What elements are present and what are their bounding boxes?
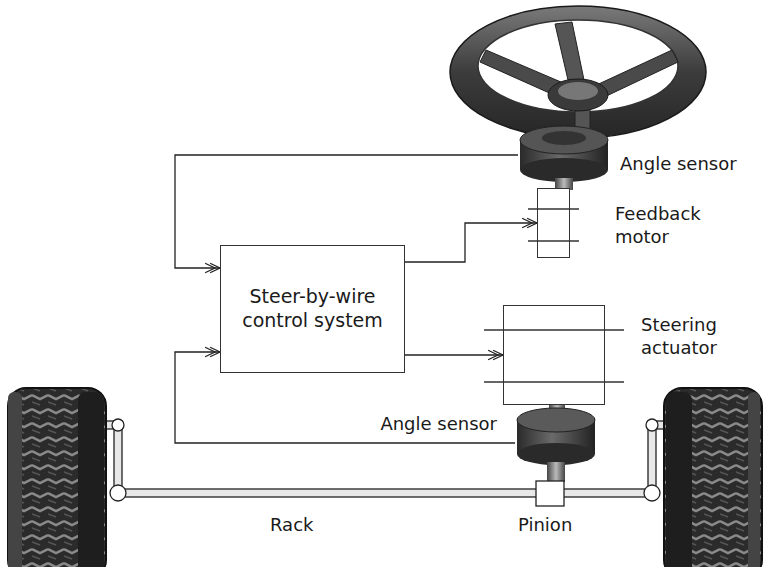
signal-connector [405, 350, 503, 360]
part-label: Steering actuator [641, 314, 751, 359]
control-box: Steer-by-wire control system [220, 245, 405, 373]
winding-lines [538, 189, 571, 259]
angle-sensor-body [520, 126, 608, 190]
signal-connector [405, 218, 537, 262]
rack-label: Rack [270, 514, 313, 537]
box-title: Steer-by-wire control system [221, 285, 404, 333]
part-label: Feedback motor [615, 203, 725, 248]
part-label: Angle sensor [620, 153, 737, 176]
winding-lines [504, 306, 606, 406]
part-label: Angle sensor [380, 413, 497, 436]
pinion-label: Pinion [518, 514, 572, 537]
steering-actuator: Steering actuator [503, 305, 605, 405]
feedback-motor: Feedback motor [537, 188, 570, 258]
angle-sensor-body [517, 402, 595, 482]
tire [664, 388, 762, 567]
angle-sensor: Angle sensor [518, 128, 610, 182]
steering-wheel [450, 6, 706, 138]
tire [8, 388, 106, 567]
angle-sensor: Angle sensor [515, 408, 597, 468]
